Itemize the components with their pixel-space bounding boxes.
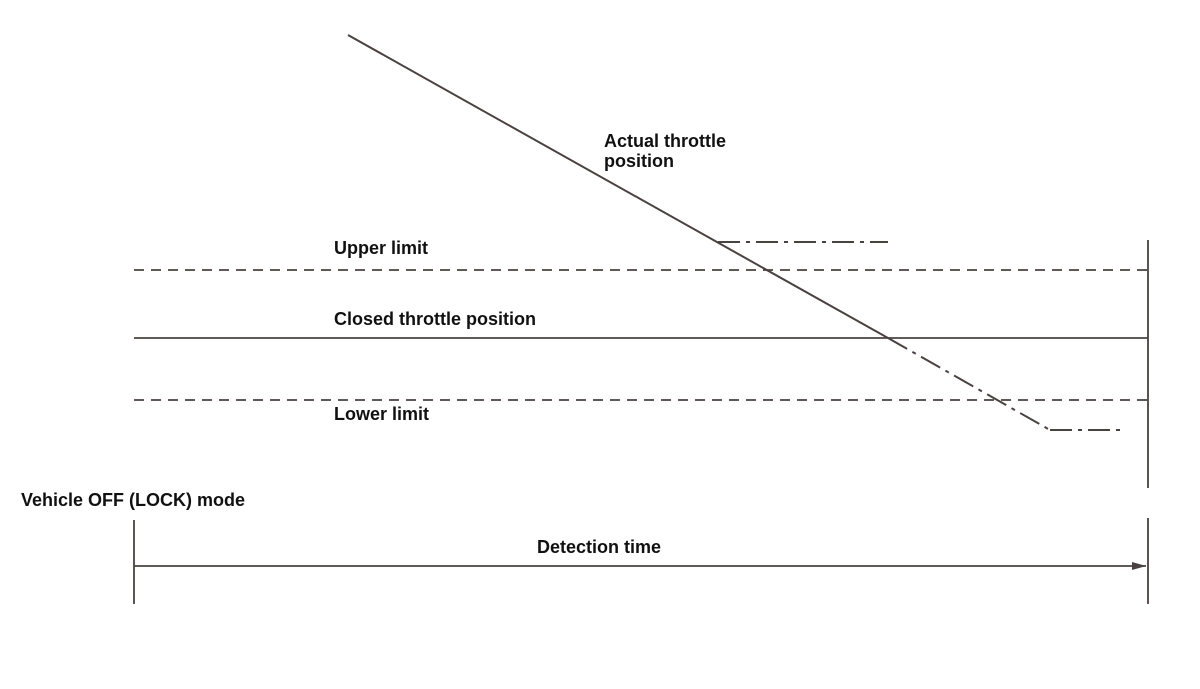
- actual-throttle-continuation: [887, 337, 1051, 431]
- actual-throttle-line: [347, 34, 889, 339]
- actual-throttle-label-line1: Actual throttle: [604, 131, 726, 151]
- actual-throttle-label-line2: position: [604, 151, 674, 171]
- closed-throttle-label: Closed throttle position: [334, 309, 536, 329]
- detection-time-label: Detection time: [537, 537, 661, 557]
- upper-limit-label: Upper limit: [334, 238, 428, 258]
- lower-limit-label: Lower limit: [334, 404, 429, 424]
- vehicle-off-label: Vehicle OFF (LOCK) mode: [21, 490, 245, 510]
